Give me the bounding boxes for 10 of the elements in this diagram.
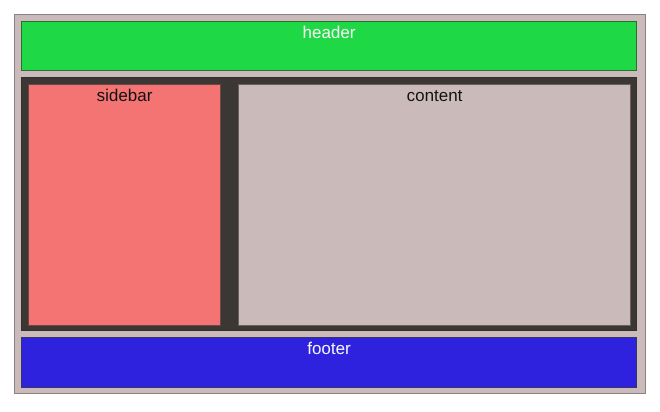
footer-region: [21, 337, 637, 388]
sidebar-label: sidebar: [96, 86, 152, 106]
sidebar-panel: [28, 84, 221, 326]
content-label: content: [406, 86, 462, 106]
footer-label: footer: [307, 339, 351, 359]
main-container: [21, 77, 637, 331]
header-label: header: [302, 23, 356, 43]
page-frame: [14, 14, 646, 394]
header-region: [21, 21, 637, 71]
content-panel: [238, 84, 631, 326]
